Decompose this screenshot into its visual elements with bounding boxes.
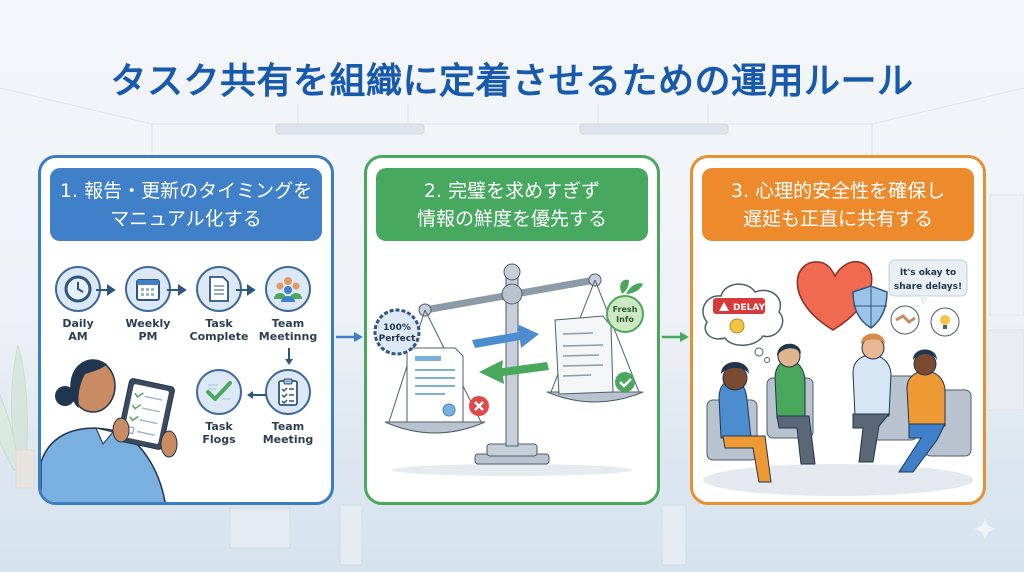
balance-scale-illustration: 100% Perfect Fresh Info bbox=[373, 263, 644, 476]
team-icon bbox=[265, 266, 311, 312]
heading-line-2: マニュアル化する bbox=[110, 207, 262, 230]
svg-text:DELAY: DELAY bbox=[733, 303, 765, 313]
heart-icon bbox=[796, 260, 873, 331]
rule-card-2-heading: 2. 完璧を求めすぎず 情報の鮮度を優先する bbox=[376, 168, 648, 241]
clipboard-checklist-icon bbox=[265, 369, 311, 415]
fresh-info-badge bbox=[606, 295, 644, 333]
heading-line-2: 遅延も正直に共有する bbox=[742, 207, 933, 230]
rule-card-2: 2. 完璧を求めすぎず 情報の鮮度を優先する 100% Perfe bbox=[364, 155, 660, 505]
flow-arrows-row bbox=[96, 284, 256, 296]
heading-line-1: 1. 報告・更新のタイミングを bbox=[59, 179, 313, 202]
svg-text:100%: 100% bbox=[383, 323, 411, 333]
clock-icon bbox=[55, 266, 101, 312]
worried-face-icon bbox=[729, 318, 745, 334]
thought-bubble bbox=[702, 283, 784, 346]
document-icon bbox=[196, 266, 242, 312]
heading-line-1: 2. 完璧を求めすぎず bbox=[423, 179, 601, 202]
shield-icon bbox=[852, 285, 888, 329]
arrow-card1-to-card2 bbox=[336, 332, 363, 342]
arrow-card2-to-card3 bbox=[662, 332, 689, 342]
rule-card-3: 3. 心理的安全性を確保し 遅延も正直に共有する DELAY It's okay… bbox=[690, 155, 986, 505]
approve-check-icon bbox=[615, 372, 635, 392]
sparkle-icon bbox=[972, 516, 998, 542]
flow-arrow-left bbox=[247, 391, 266, 399]
checkmark-icon bbox=[196, 369, 242, 415]
heading-line-2: 情報の鮮度を優先する bbox=[416, 207, 607, 230]
svg-text:Perfect: Perfect bbox=[379, 334, 416, 344]
flow-arrow-down bbox=[285, 348, 293, 365]
svg-text:share delays!: share delays! bbox=[894, 282, 962, 292]
heading-line-1: 3. 心理的安全性を確保し bbox=[730, 179, 946, 202]
svg-text:Info: Info bbox=[616, 315, 634, 324]
svg-text:Fresh: Fresh bbox=[613, 305, 638, 314]
woman-with-tablet-illustration bbox=[41, 359, 178, 502]
calendar-icon bbox=[125, 266, 171, 312]
page-title: タスク共有を組織に定着させるための運用ルール bbox=[110, 61, 914, 102]
team-discussion-illustration: DELAY It's okay to share delays! bbox=[702, 259, 973, 496]
svg-text:It's okay to: It's okay to bbox=[900, 268, 956, 278]
rule-card-1-heading: 1. 報告・更新のタイミングを マニュアル化する bbox=[50, 168, 322, 241]
perfect-badge bbox=[373, 308, 421, 356]
rule-card-3-heading: 3. 心理的安全性を確保し 遅延も正直に共有する bbox=[702, 168, 974, 241]
